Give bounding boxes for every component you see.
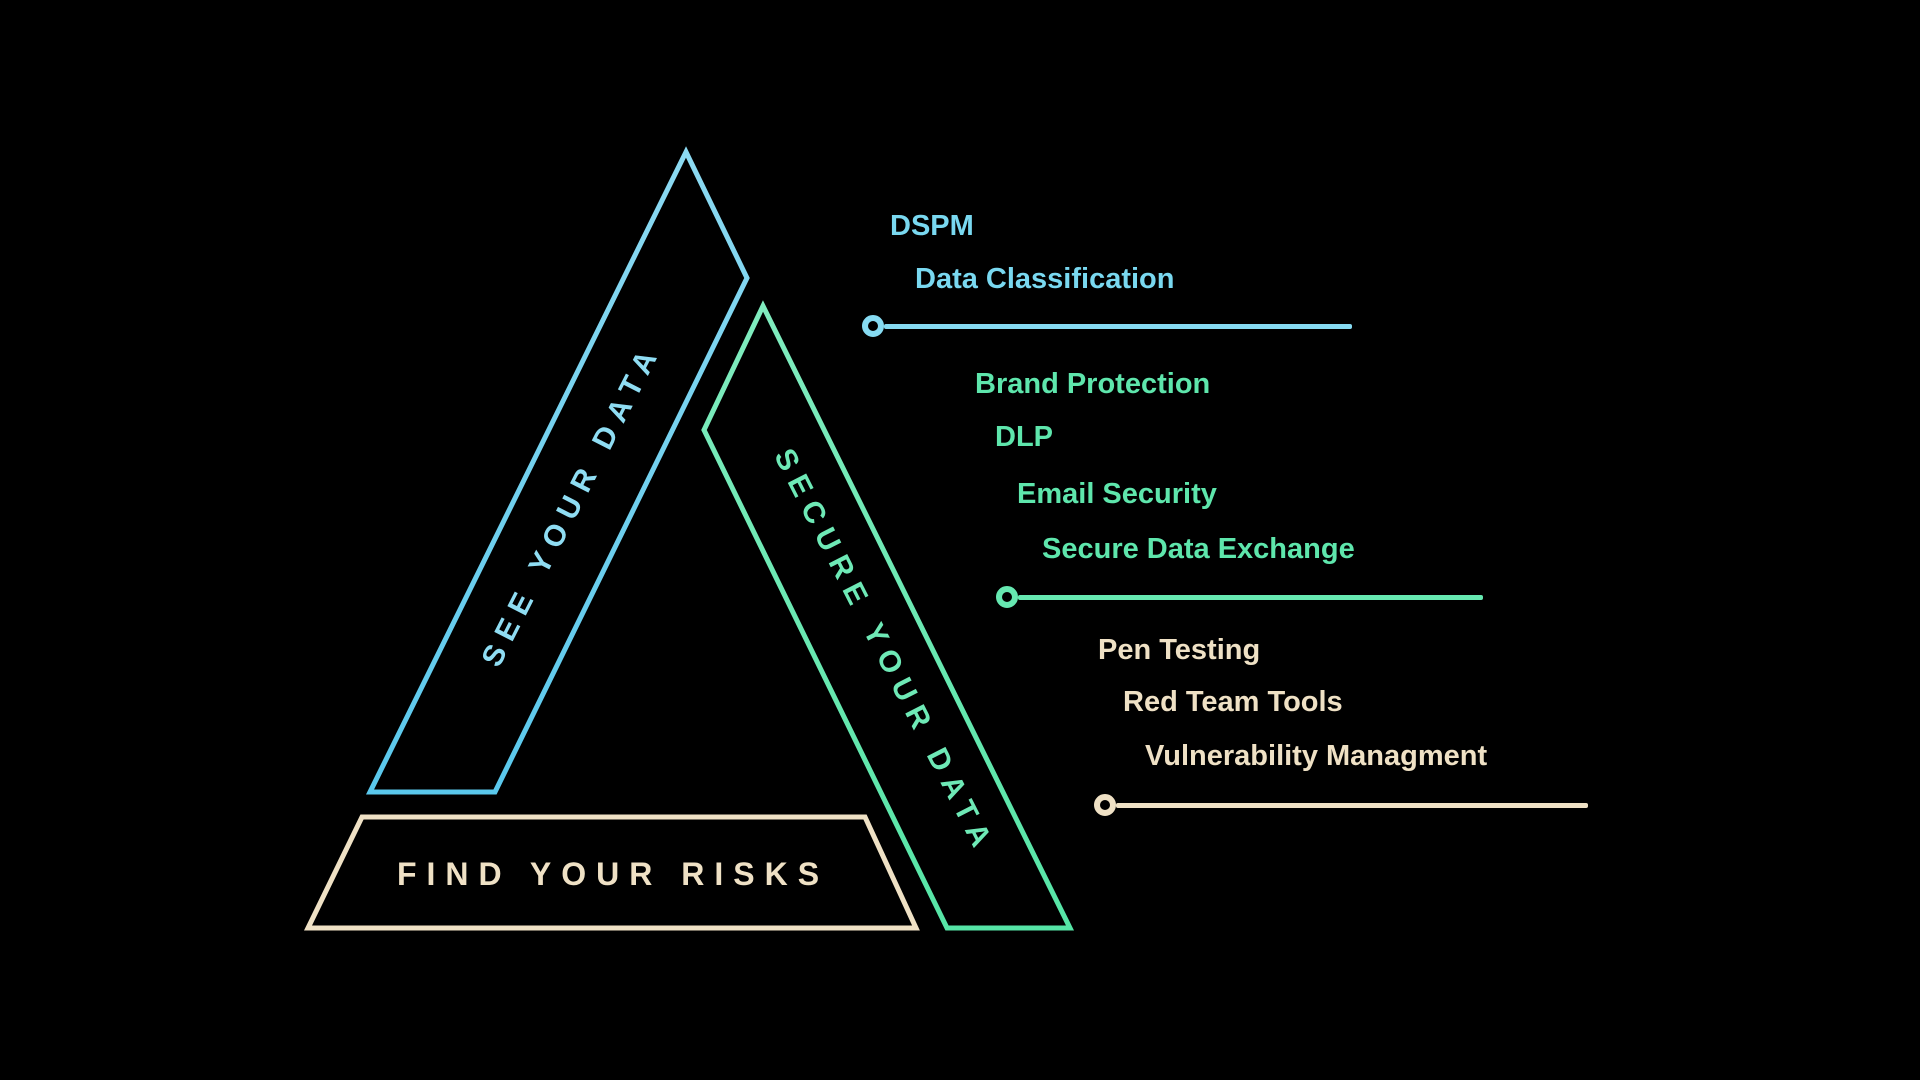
secure-your-data-bar xyxy=(701,300,1075,931)
legend-item-pen-testing: Pen Testing xyxy=(1098,634,1261,666)
legend-item-data-classification: Data Classification xyxy=(915,263,1175,295)
legend-item-brand-protection: Brand Protection xyxy=(975,368,1211,400)
find-your-risks-bar xyxy=(304,814,920,931)
secure-connector-circle-icon xyxy=(996,586,1018,608)
legend-item-secure-data-exchange: Secure Data Exchange xyxy=(1042,533,1355,565)
legend-item-vulnerability-managment: Vulnerability Managment xyxy=(1145,740,1488,772)
legend-item-email-security: Email Security xyxy=(1017,478,1217,510)
see-connector-line xyxy=(884,324,1352,329)
see-connector-circle-icon xyxy=(862,315,884,337)
legend-item-dspm: DSPM xyxy=(890,210,974,242)
see-your-data-bar xyxy=(365,146,750,795)
find-connector-circle-icon xyxy=(1094,794,1116,816)
legend-item-red-team-tools: Red Team Tools xyxy=(1123,686,1343,718)
find-connector-line xyxy=(1116,803,1588,808)
legend-item-dlp: DLP xyxy=(995,421,1053,453)
secure-connector-line xyxy=(1018,595,1483,600)
